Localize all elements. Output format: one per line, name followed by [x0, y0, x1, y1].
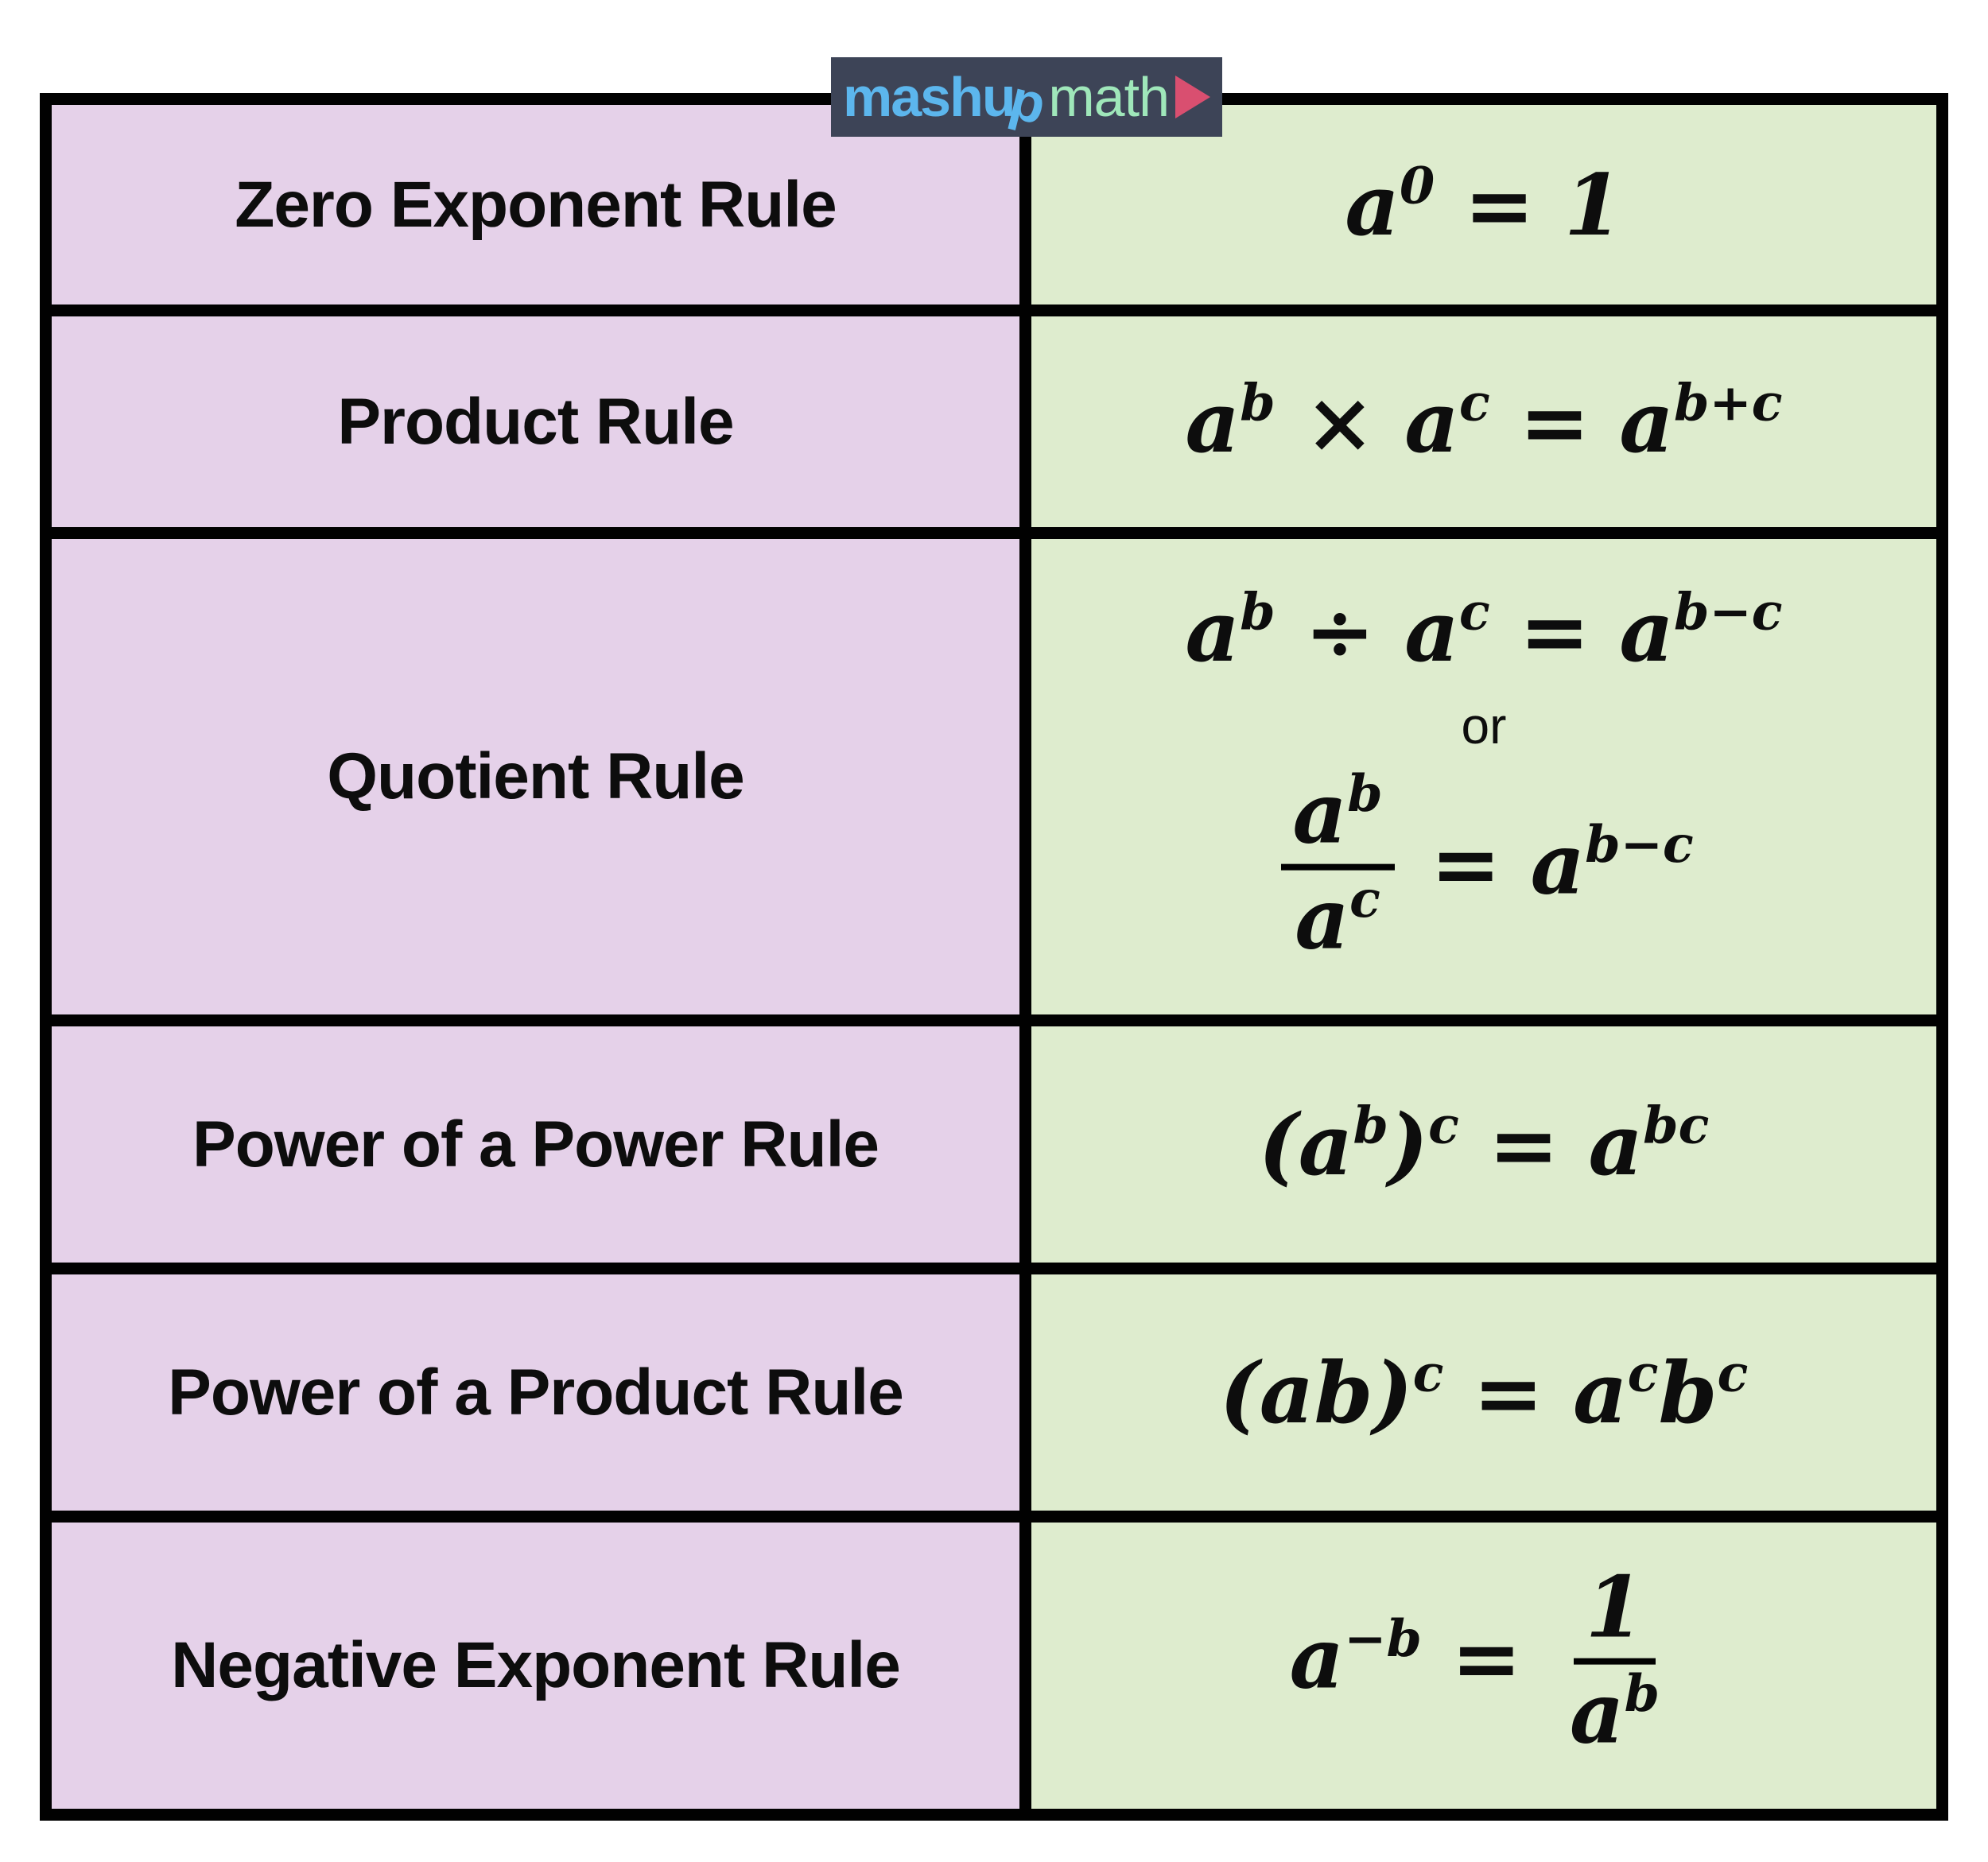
formula: (ab)c = abc: [1258, 1094, 1710, 1194]
formula: (ab)c = acbc: [1219, 1342, 1749, 1442]
rule-name-cell-negative-exponent: Negative Exponent Rule: [52, 1523, 1019, 1809]
rule-name-label: Product Rule: [337, 385, 734, 458]
logo-text-math: math: [1048, 66, 1170, 128]
play-triangle-icon: [1175, 76, 1210, 118]
rule-name-cell-zero-exponent: Zero Exponent Rule: [52, 105, 1019, 305]
rule-name-label: Power of a Product Rule: [168, 1356, 904, 1429]
formula-cell-power-of-product: (ab)c = acbc: [1031, 1274, 1936, 1511]
rule-name-cell-power-of-product: Power of a Product Rule: [52, 1274, 1019, 1511]
rule-name-label: Zero Exponent Rule: [235, 168, 837, 241]
logo-text-mashu: mashu: [842, 66, 1016, 128]
formula: ab × ac = ab+c: [1185, 371, 1783, 471]
rule-name-cell-quotient: Quotient Rule: [52, 539, 1019, 1014]
rule-name-cell-power-of-power: Power of a Power Rule: [52, 1026, 1019, 1263]
formula-cell-power-of-power: (ab)c = abc: [1031, 1026, 1936, 1263]
rule-name-label: Power of a Power Rule: [192, 1108, 879, 1181]
or-label: or: [1461, 697, 1507, 755]
logo-text-mashup: mashup: [842, 66, 1050, 136]
formula-cell-product: ab × ac = ab+c: [1031, 316, 1936, 527]
exponent-rules-table: Zero Exponent Rule a0 = 1 Product Rule a…: [40, 93, 1948, 1821]
formula-cell-zero-exponent: a0 = 1: [1031, 105, 1936, 305]
rule-name-label: Negative Exponent Rule: [171, 1629, 901, 1701]
rule-name-cell-product: Product Rule: [52, 316, 1019, 527]
rule-name-label: Quotient Rule: [327, 740, 745, 813]
formula-division-form: ab ÷ ac = ab−c: [1185, 581, 1783, 681]
mashupmath-logo: mashup math: [831, 57, 1222, 137]
formula: a0 = 1: [1345, 154, 1623, 254]
